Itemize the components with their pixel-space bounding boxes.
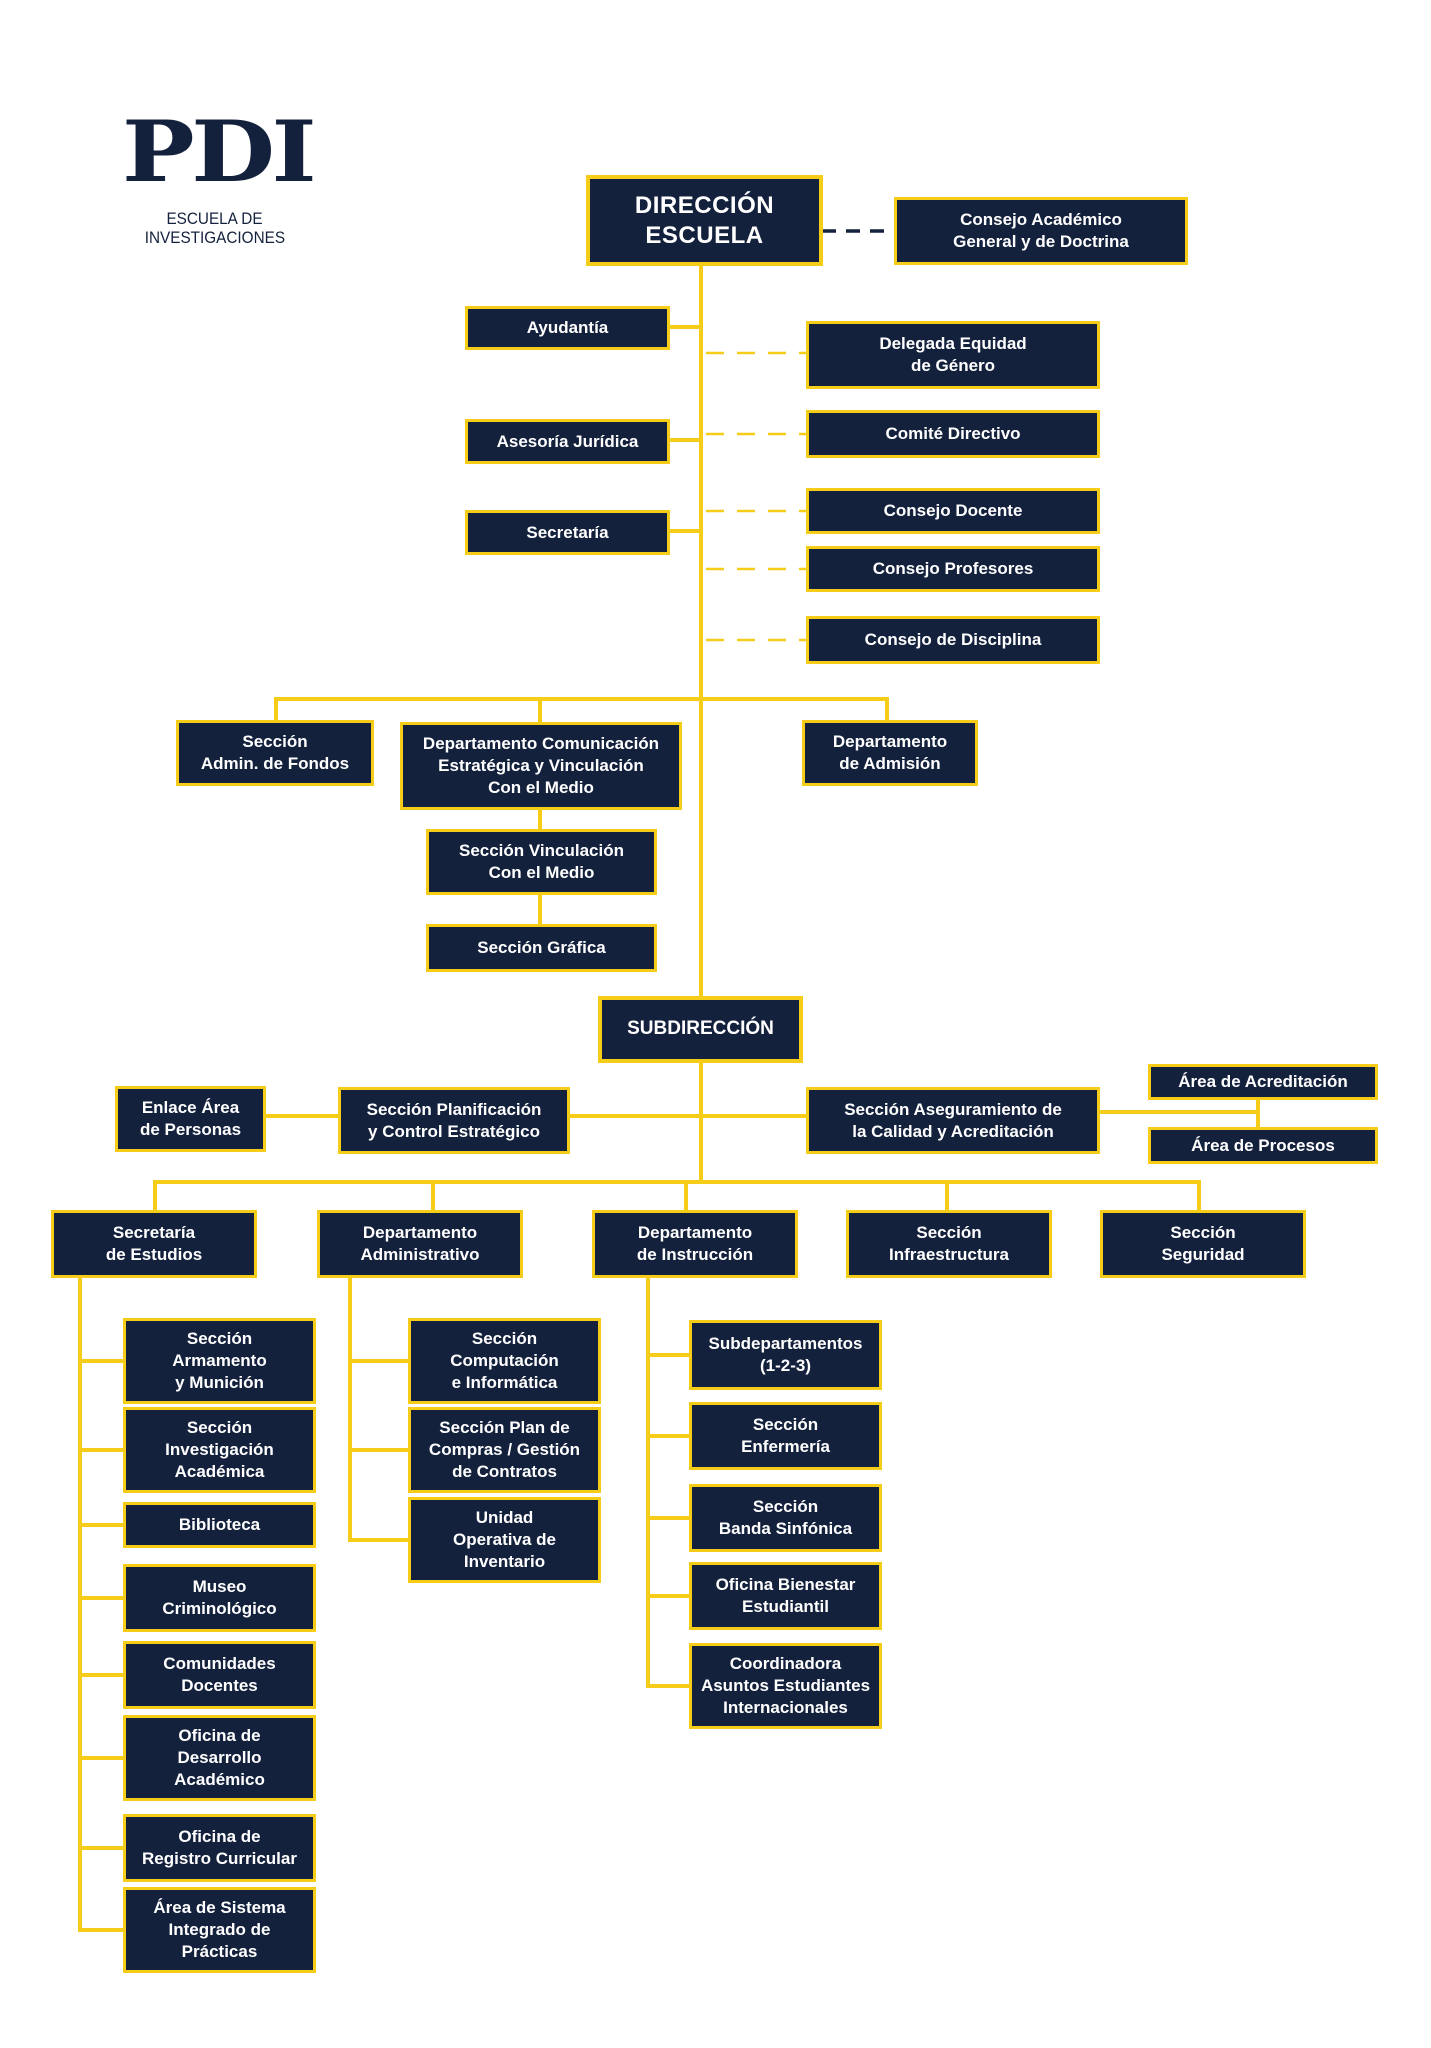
node-seccion-banda: Sección Banda Sinfónica — [689, 1484, 882, 1552]
node-seccion-infraestructura: Sección Infraestructura — [846, 1210, 1052, 1278]
node-depto-admision: Departamento de Admisión — [802, 720, 978, 786]
node-seccion-seguridad: Sección Seguridad — [1100, 1210, 1306, 1278]
node-enlace-personas: Enlace Área de Personas — [115, 1086, 266, 1152]
node-oficina-registro: Oficina de Registro Curricular — [123, 1814, 316, 1882]
node-consejo-profesores: Consejo Profesores — [806, 546, 1100, 592]
node-depto-administrativo: Departamento Administrativo — [317, 1210, 523, 1278]
node-unidad-inventario: Unidad Operativa de Inventario — [408, 1497, 601, 1583]
node-area-sistema: Área de Sistema Integrado de Prácticas — [123, 1887, 316, 1973]
node-biblioteca: Biblioteca — [123, 1502, 316, 1548]
node-seccion-vinculacion: Sección Vinculación Con el Medio — [426, 829, 657, 895]
node-oficina-bienestar: Oficina Bienestar Estudiantil — [689, 1562, 882, 1630]
node-consejo-disciplina: Consejo de Disciplina — [806, 616, 1100, 664]
node-seccion-grafica: Sección Gráfica — [426, 924, 657, 972]
node-asesoria-juridica: Asesoría Jurídica — [465, 419, 670, 464]
node-subdireccion: SUBDIRECCIÓN — [598, 996, 803, 1063]
node-seccion-admin-fondos: Sección Admin. de Fondos — [176, 720, 374, 786]
node-museo: Museo Criminológico — [123, 1564, 316, 1632]
node-ayudantia: Ayudantía — [465, 306, 670, 350]
pdi-logo: PDI ESCUELA DE INVESTIGACIONES — [122, 110, 317, 247]
node-seccion-compras: Sección Plan de Compras / Gestión de Con… — [408, 1407, 601, 1493]
node-comunidades-docentes: Comunidades Docentes — [123, 1641, 316, 1709]
node-secretaria: Secretaría — [465, 510, 670, 555]
node-delegada-equidad: Delegada Equidad de Género — [806, 321, 1100, 389]
node-seccion-aseguramiento: Sección Aseguramiento de la Calidad y Ac… — [806, 1087, 1100, 1154]
node-comite-directivo: Comité Directivo — [806, 410, 1100, 458]
node-subdepartamentos: Subdepartamentos (1-2-3) — [689, 1320, 882, 1390]
node-seccion-investigacion: Sección Investigación Académica — [123, 1407, 316, 1493]
node-seccion-enfermeria: Sección Enfermería — [689, 1402, 882, 1470]
node-seccion-computacion: Sección Computación e Informática — [408, 1318, 601, 1404]
node-depto-instruccion: Departamento de Instrucción — [592, 1210, 798, 1278]
node-consejo-docente: Consejo Docente — [806, 488, 1100, 534]
node-seccion-planificacion: Sección Planificación y Control Estratég… — [338, 1087, 570, 1154]
node-depto-comunicacion: Departamento Comunicación Estratégica y … — [400, 722, 682, 810]
logo-mark: PDI — [122, 102, 317, 201]
node-area-procesos: Área de Procesos — [1148, 1127, 1378, 1164]
node-oficina-desarrollo: Oficina de Desarrollo Académico — [123, 1715, 316, 1801]
node-coordinadora: Coordinadora Asuntos Estudiantes Interna… — [689, 1643, 882, 1729]
node-secretaria-estudios: Secretaría de Estudios — [51, 1210, 257, 1278]
logo-subtitle: ESCUELA DE INVESTIGACIONES — [144, 209, 286, 247]
node-area-acreditacion: Área de Acreditación — [1148, 1064, 1378, 1100]
node-seccion-armamento: Sección Armamento y Munición — [123, 1318, 316, 1404]
node-direccion-escuela: DIRECCIÓN ESCUELA — [586, 175, 823, 266]
node-consejo-academico: Consejo Académico General y de Doctrina — [894, 197, 1188, 265]
